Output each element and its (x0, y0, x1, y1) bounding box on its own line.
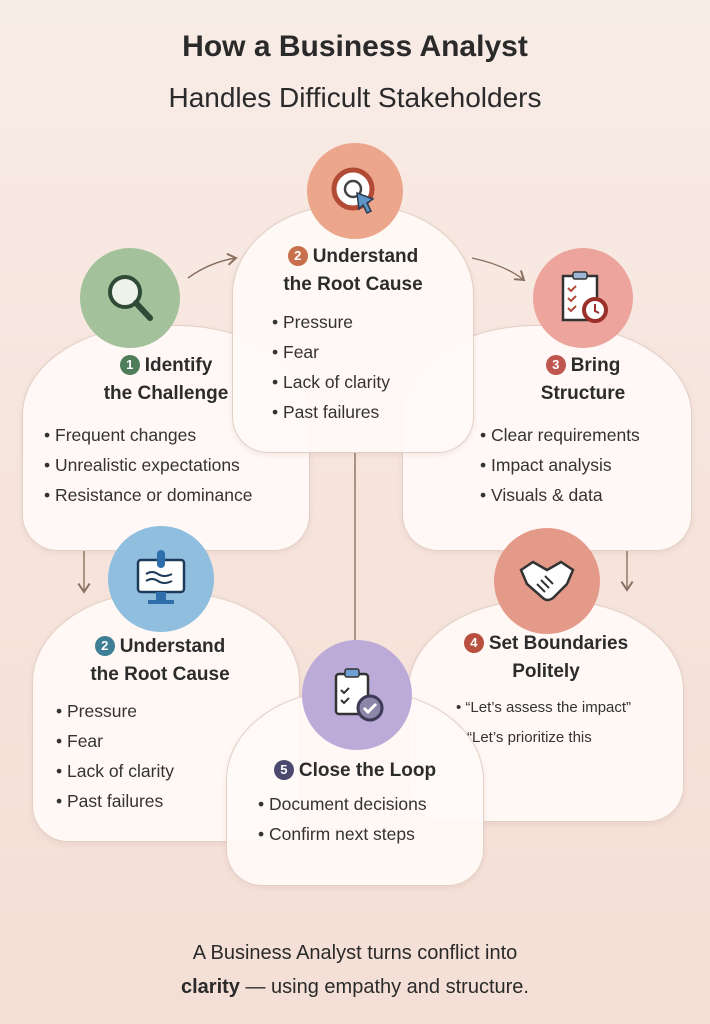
footer-line-2: clarity — using empathy and structure. (0, 976, 710, 999)
step-4-list: “Let’s assess the impact” “Let’s priorit… (456, 693, 631, 753)
clipboard-check-icon (302, 640, 412, 750)
step-2b-list: Pressure Fear Lack of clarity Past failu… (56, 696, 174, 816)
title-line-1: How a Business Analyst (182, 30, 528, 63)
step-number-badge: 5 (273, 760, 294, 780)
footer-bold-word: clarity (181, 976, 240, 998)
step-number-badge: 2 (287, 246, 308, 266)
list-item: Unrealistic expectations (44, 450, 252, 480)
list-item: “Let’s prioritize this (467, 729, 592, 746)
list-item: Fear (56, 726, 174, 756)
list-item: Pressure (56, 696, 174, 726)
step-number-badge: 4 (463, 633, 484, 653)
step-title: Politely (512, 661, 580, 682)
list-item: “Let’s assess the impact” (456, 693, 631, 723)
step-5-list: Document decisions Confirm next steps (258, 789, 427, 849)
magnifier-icon (80, 248, 180, 348)
monitor-icon (108, 526, 214, 632)
list-item: Past failures (56, 786, 174, 816)
footer-rest: — using empathy and structure. (239, 976, 529, 998)
list-item: Pressure (272, 307, 390, 337)
step-title: Understand (312, 246, 419, 267)
clipboard-clock-icon (533, 248, 633, 348)
step-number-badge: 1 (119, 355, 140, 375)
list-item: Visuals & data (480, 480, 640, 510)
step-title: the Root Cause (90, 664, 230, 685)
step-number-badge: 2 (94, 636, 115, 656)
list-item: Impact analysis (480, 450, 640, 480)
step-title: Identify (144, 355, 213, 376)
list-item: Lack of clarity (272, 367, 390, 397)
list-item: Clear requirements (480, 420, 640, 450)
list-item: Lack of clarity (56, 756, 174, 786)
arrow-2-to-3 (471, 257, 526, 282)
list-item: Fear (272, 337, 390, 367)
target-icon (307, 143, 403, 239)
handshake-icon (494, 528, 600, 634)
step-1-list: Frequent changes Unrealistic expectation… (44, 420, 252, 510)
step-3-list: Clear requirements Impact analysis Visua… (480, 420, 640, 510)
arrow-1-to-2 (187, 252, 238, 279)
step-title: the Root Cause (283, 274, 423, 295)
list-item: Past failures (272, 397, 390, 427)
step-title: Set Boundaries (488, 633, 629, 654)
step-title: Understand (119, 636, 226, 657)
step-title: Bring (570, 355, 621, 376)
list-item: Confirm next steps (258, 819, 427, 849)
list-item: Frequent changes (44, 420, 252, 450)
step-title: the Challenge (103, 383, 229, 404)
step-2-list: Pressure Fear Lack of clarity Past failu… (272, 307, 390, 427)
card-close-loop (226, 690, 484, 886)
footer-line-1: A Business Analyst turns conflict into (192, 942, 518, 964)
step-title: Close the Loop (298, 760, 437, 781)
step-title: Structure (540, 383, 626, 404)
list-item: Document decisions (258, 789, 427, 819)
step-number-badge: 3 (545, 355, 566, 375)
list-item: Resistance or dominance (44, 480, 252, 510)
title-line-2: Handles Difficult Stakeholders (168, 82, 542, 113)
